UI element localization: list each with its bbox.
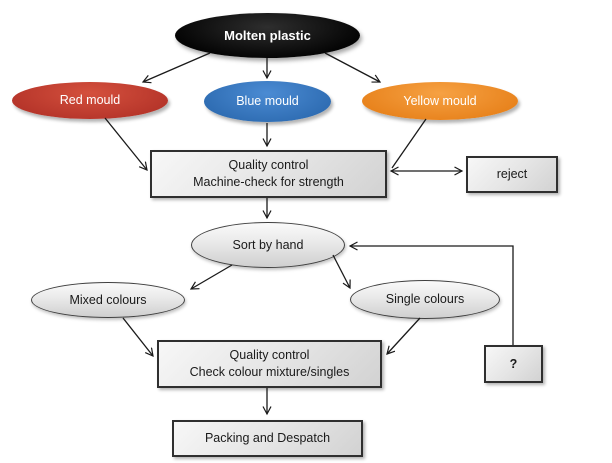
node-label: reject — [496, 167, 528, 182]
node-label: Packing and Despatch — [204, 431, 331, 446]
node-mixed-colours: Mixed colours — [31, 282, 185, 318]
node-quality-control-strength: Quality control Machine-check for streng… — [150, 150, 387, 198]
edge-sort-to-single — [332, 254, 350, 288]
node-label: Yellow mould — [403, 93, 477, 108]
node-sort-by-hand: Sort by hand — [191, 222, 345, 268]
edge-yellow-to-qc1 — [391, 118, 427, 169]
node-label-line2: Check colour mixture/singles — [189, 365, 350, 379]
edge-question-to-sort — [350, 246, 514, 345]
edge-molten-to-yellow — [324, 52, 380, 82]
node-quality-control-colour: Quality control Check colour mixture/sin… — [157, 340, 382, 388]
node-label-line1: Quality control — [228, 158, 309, 173]
node-label: Sort by hand — [232, 237, 304, 252]
node-label: ? — [509, 356, 518, 371]
node-single-colours: Single colours — [350, 280, 500, 319]
node-reject: reject — [466, 156, 558, 193]
node-red-mould: Red mould — [12, 82, 168, 119]
node-packing-and-despatch: Packing and Despatch — [172, 420, 363, 457]
node-label: Red mould — [59, 93, 121, 108]
edge-red-to-qc1 — [104, 117, 147, 170]
node-label: Blue mould — [236, 94, 299, 109]
node-yellow-mould: Yellow mould — [362, 82, 518, 120]
node-label: Molten plastic — [224, 27, 311, 43]
node-label-line2: Machine-check for strength — [193, 175, 344, 189]
edge-molten-to-red — [143, 52, 211, 82]
edge-single-to-qc2 — [387, 317, 421, 354]
node-blue-mould: Blue mould — [204, 81, 331, 122]
edge-mixed-to-qc2 — [122, 317, 153, 356]
node-label: Single colours — [385, 292, 465, 307]
node-question-mark: ? — [484, 345, 543, 383]
edge-sort-to-mixed — [191, 264, 233, 289]
node-label: Mixed colours — [69, 292, 147, 307]
node-molten-plastic: Molten plastic — [175, 13, 360, 58]
node-label-line1: Quality control — [229, 348, 310, 363]
